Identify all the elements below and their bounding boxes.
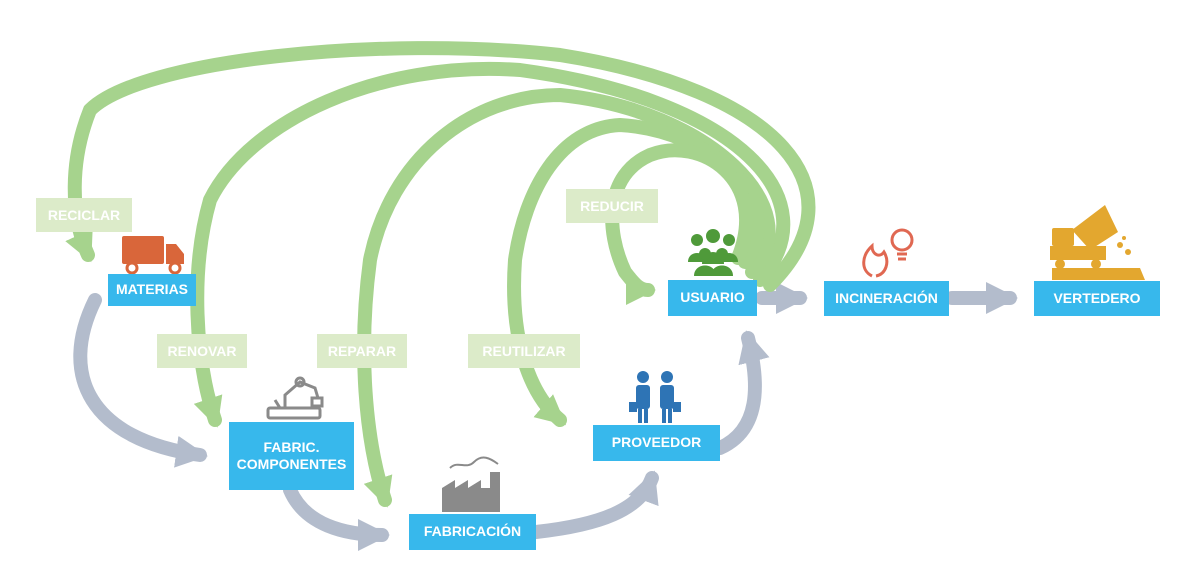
flow-arrow-materias-fabric: [73, 293, 208, 468]
handshake-icon: [629, 371, 681, 423]
robot-arm-icon: [266, 376, 324, 420]
factory-icon: [442, 456, 500, 512]
flame-bulb-icon: [862, 228, 914, 278]
loop-label-renovar: RENOVAR: [157, 334, 247, 368]
loop-label-reparar: REPARAR: [317, 334, 407, 368]
dump-truck-icon: [1050, 205, 1145, 280]
truck-icon: [122, 236, 184, 275]
flow-arrow-fabricacion-proveedor: [529, 470, 659, 539]
node-fabric-componentes: FABRIC. COMPONENTES: [229, 422, 354, 490]
node-fabricacion: FABRICACIÓN: [409, 514, 536, 550]
loop-arrow-renovar: [190, 62, 791, 428]
loop-label-reciclar: RECICLAR: [36, 198, 132, 232]
flow-arrow-proveedor-usuario: [713, 330, 770, 455]
node-vertedero: VERTEDERO: [1034, 281, 1160, 316]
loop-arrow-reducir: [605, 143, 753, 305]
flow-arrow-fabric-fabricacion: [283, 483, 390, 551]
node-materias: MATERIAS: [108, 274, 196, 306]
node-proveedor: PROVEEDOR: [593, 425, 720, 461]
node-usuario: USUARIO: [668, 280, 757, 316]
loop-label-reducir: REDUCIR: [566, 189, 658, 223]
people-group-icon: [688, 229, 738, 276]
loop-arrow-reciclar: [65, 41, 816, 292]
loop-label-reutilizar: REUTILIZAR: [468, 334, 580, 368]
node-incineracion: INCINERACIÓN: [824, 281, 949, 316]
